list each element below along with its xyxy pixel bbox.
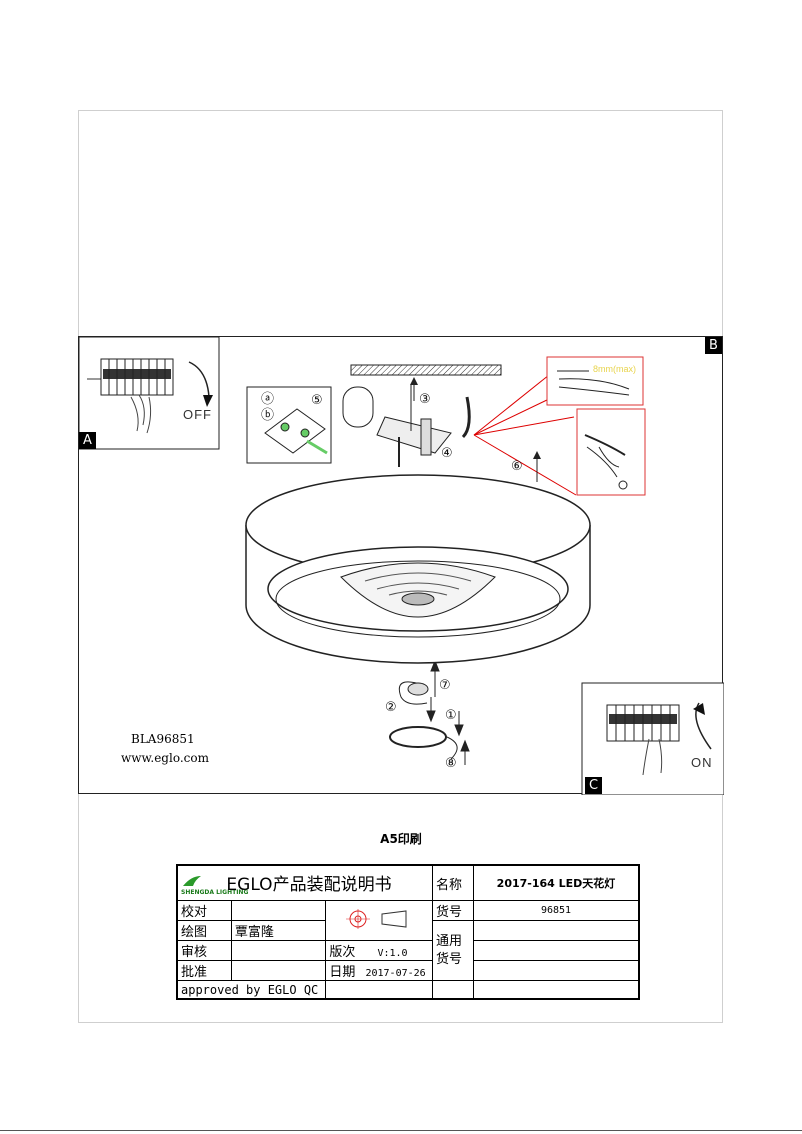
step-7-marker: ⑦ [439, 678, 451, 693]
arrow-up-icon [693, 703, 705, 715]
item-no-label: 货号 [432, 900, 474, 921]
step-1-marker: ① [445, 708, 457, 723]
step-3-marker: ③ [419, 392, 431, 407]
draw-label: 绘图 [176, 920, 232, 941]
date-cell: 日期 2017-07-26 [325, 960, 433, 981]
empty-cell-3 [473, 980, 640, 1000]
step-a-marker: ⓐ [261, 392, 274, 407]
first-angle-projection-icon [346, 908, 407, 929]
projection-symbol [325, 900, 433, 941]
ceiling-mount [342, 364, 577, 496]
breaker-panel [100, 358, 174, 396]
assembly-diagram: ③ ④ ⑤ ⑥ ⑦ ② ① ⑧ ⓐ ⓑ [78, 336, 724, 795]
item-no-value: 96851 [473, 900, 640, 921]
draw-value: 覃富隆 [230, 920, 327, 941]
inset-label-c: C [585, 777, 602, 794]
date-value: 2017-07-26 [365, 968, 426, 979]
arrow-down-icon [203, 395, 213, 407]
step-8-marker: ⑧ [445, 756, 457, 771]
common-item-row-1 [473, 920, 640, 941]
breaker-on-inset [581, 682, 724, 795]
version-cell: 版次 V:1.0 [325, 940, 433, 961]
title-block: SHENGDA LIGHTING EGLO产品装配说明书 名称 2017-164… [176, 864, 640, 1000]
step-b-marker: ⓑ [261, 408, 274, 423]
step-6-marker: ⑥ [511, 459, 523, 474]
name-label: 名称 [432, 864, 474, 901]
shengda-logo: SHENGDA LIGHTING [181, 875, 248, 896]
check-value [230, 900, 327, 921]
common-item-row-2 [473, 940, 640, 961]
date-label: 日期 [329, 965, 356, 980]
step-2-marker: ② [385, 700, 397, 715]
step-4-marker: ④ [441, 446, 453, 461]
switch-on-label: ON [691, 755, 713, 770]
empty-cell-2 [432, 980, 474, 1000]
empty-cell-1 [325, 980, 433, 1000]
version-value: V:1.0 [377, 948, 408, 959]
common-item-label: 通用货号 [432, 920, 474, 981]
strip-length-label: 8mm(max) [593, 364, 636, 374]
brand-cell: SHENGDA LIGHTING EGLO产品装配说明书 [176, 864, 433, 901]
version-label: 版次 [329, 945, 356, 960]
lamp-cover-parts [389, 682, 447, 748]
assembly-drawing: ③ ④ ⑤ ⑥ ⑦ ② ① ⑧ ⓐ ⓑ [79, 337, 724, 795]
approve-value [230, 960, 327, 981]
print-format-note: A5印刷 [380, 832, 422, 846]
website-url: www.eglo.com [121, 751, 209, 765]
step-5-marker: ⑤ [311, 393, 323, 408]
wire-detail-boxes [546, 356, 646, 496]
inset-label-b: B [705, 337, 722, 354]
approved-by: approved by EGLO QC [176, 980, 327, 1000]
direction-arrows [398, 385, 470, 765]
review-value [230, 940, 327, 961]
review-label: 审核 [176, 940, 232, 961]
common-item-row-3 [473, 960, 640, 981]
check-label: 校对 [176, 900, 232, 921]
terminal-block-inset [246, 386, 332, 464]
breaker-off-inset [79, 337, 220, 450]
document-title: EGLO产品装配说明书 [226, 875, 392, 896]
switch-off-label: OFF [183, 407, 212, 422]
approve-label: 批准 [176, 960, 232, 981]
inset-label-a: A [79, 432, 96, 449]
ceiling-lamp [245, 474, 591, 664]
page-bottom-rule [0, 1130, 802, 1131]
product-name: 2017-164 LED天花灯 [473, 864, 640, 901]
leaf-logo-icon [183, 875, 201, 886]
model-number: BLA96851 [131, 732, 195, 746]
